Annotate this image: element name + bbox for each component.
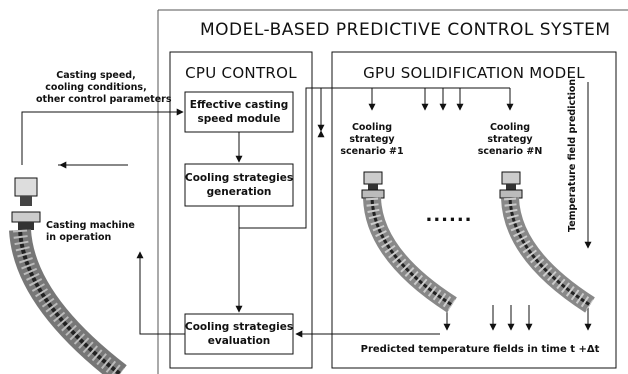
- predicted-fields-label: Predicted temperature fields in time t +…: [360, 344, 600, 355]
- effective-module-box: [184, 91, 294, 133]
- gpu-panel: [331, 51, 617, 369]
- scenario-ellipsis: ......: [425, 205, 473, 226]
- arrow-evaluation-to-machine: [136, 251, 185, 335]
- scenario-n-caster-icon: [499, 171, 595, 313]
- temp-prediction-label: Temperature field prediction: [567, 78, 578, 232]
- arrow-generation-to-gpu: [239, 87, 321, 229]
- cpu-panel: [169, 51, 313, 369]
- casting-machine-icon: [9, 177, 127, 374]
- system-frame: [157, 9, 628, 374]
- arrow-machine-to-module: [21, 108, 184, 165]
- system-title: MODEL-BASED PREDICTIVE CONTROL SYSTEM: [200, 20, 611, 40]
- scenario-1-caster-icon: [361, 171, 457, 313]
- cpu-title: CPU CONTROL: [185, 64, 297, 82]
- control-params-label: Casting speed,cooling conditions,other c…: [36, 70, 172, 105]
- gpu-title: GPU SOLIDIFICATION MODEL: [363, 64, 585, 82]
- generation-box: [184, 163, 294, 207]
